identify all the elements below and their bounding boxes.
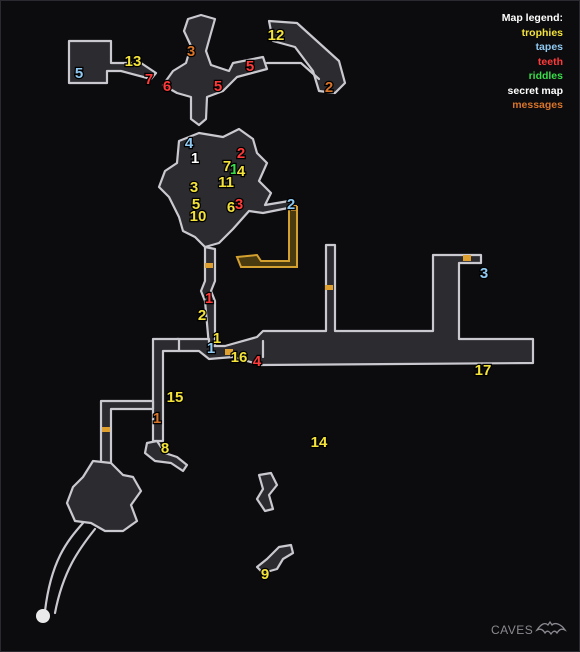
map-legend: Map legend: trophies tapes teeth riddles… — [502, 11, 563, 113]
door — [291, 205, 297, 211]
door — [463, 255, 471, 261]
legend-teeth: teeth — [537, 55, 563, 68]
left-branch — [99, 399, 155, 473]
legend-tapes: tapes — [535, 41, 563, 53]
map-marker-tapes-4: 4 — [185, 135, 194, 152]
map-marker-trophies-8: 8 — [161, 440, 169, 457]
legend-messages: messages — [512, 99, 563, 111]
map-marker-trophies-15: 15 — [167, 389, 184, 406]
map-marker-trophies-9: 9 — [261, 566, 269, 583]
map-marker-messages-2: 2 — [325, 79, 333, 96]
area-name: CAVES — [491, 623, 534, 637]
pocket-a — [255, 471, 279, 513]
map-marker-trophies-10: 10 — [190, 208, 207, 225]
central-cave — [157, 127, 295, 249]
map-marker-trophies-13: 13 — [125, 53, 142, 70]
bat-icon — [535, 620, 567, 636]
map-marker-teeth-4: 4 — [253, 353, 262, 370]
map-marker-tapes-1: 1 — [207, 340, 215, 357]
map-marker-teeth-3: 3 — [235, 196, 243, 213]
exit-tunnel-2 — [53, 527, 97, 615]
pocket-9 — [255, 543, 295, 575]
map-marker-trophies-4: 4 — [237, 163, 246, 180]
legend-title: Map legend: — [501, 12, 563, 24]
left-cave — [65, 459, 143, 533]
map-marker-trophies-17: 17 — [475, 362, 492, 379]
map-marker-trophies-5: 5 — [192, 196, 200, 213]
map-marker-trophies-14: 14 — [311, 434, 328, 451]
map-marker-secret-map-1: 1 — [191, 150, 199, 167]
map-marker-riddles-1: 1 — [230, 161, 238, 178]
legend-riddles: riddles — [528, 70, 563, 82]
map-marker-trophies-7: 7 — [223, 158, 231, 175]
map-marker-trophies-2: 2 — [198, 307, 206, 324]
legend-trophies: trophies — [521, 26, 563, 39]
map-marker-messages-1: 1 — [153, 410, 161, 427]
top-junction-room — [161, 13, 269, 127]
top-right-room — [267, 19, 347, 95]
map-marker-tapes-5: 5 — [75, 65, 83, 82]
door — [325, 285, 333, 290]
door — [102, 427, 110, 432]
main-hall — [175, 243, 535, 367]
secret-corridor — [235, 206, 298, 268]
map-marker-messages-3: 3 — [187, 43, 195, 60]
map-marker-trophies-3: 3 — [190, 179, 198, 196]
map-marker-tapes-3: 3 — [480, 265, 488, 282]
map-marker-trophies-12: 12 — [268, 27, 285, 44]
map-marker-trophies-11: 11 — [218, 174, 234, 191]
small-pocket-8 — [143, 439, 189, 473]
legend-secret-map: secret map — [507, 84, 563, 97]
exit-tunnel-1 — [43, 521, 85, 613]
map-marker-trophies-6: 6 — [227, 199, 235, 216]
map-marker-trophies-1: 1 — [213, 330, 221, 347]
exit-marker — [36, 609, 50, 623]
map-marker-teeth-5: 5 — [246, 58, 254, 75]
map-marker-teeth-5: 5 — [214, 78, 222, 95]
corridor-top-right — [265, 61, 321, 81]
map-marker-tapes-2: 2 — [287, 196, 295, 213]
map-marker-teeth-7: 7 — [145, 71, 153, 88]
map-marker-teeth-1: 1 — [205, 290, 213, 307]
top-left-room — [67, 39, 158, 85]
map-marker-teeth-6: 6 — [163, 78, 171, 95]
door — [225, 349, 233, 355]
door — [205, 263, 213, 268]
map-marker-teeth-2: 2 — [237, 145, 245, 162]
map-marker-trophies-16: 16 — [231, 349, 248, 366]
